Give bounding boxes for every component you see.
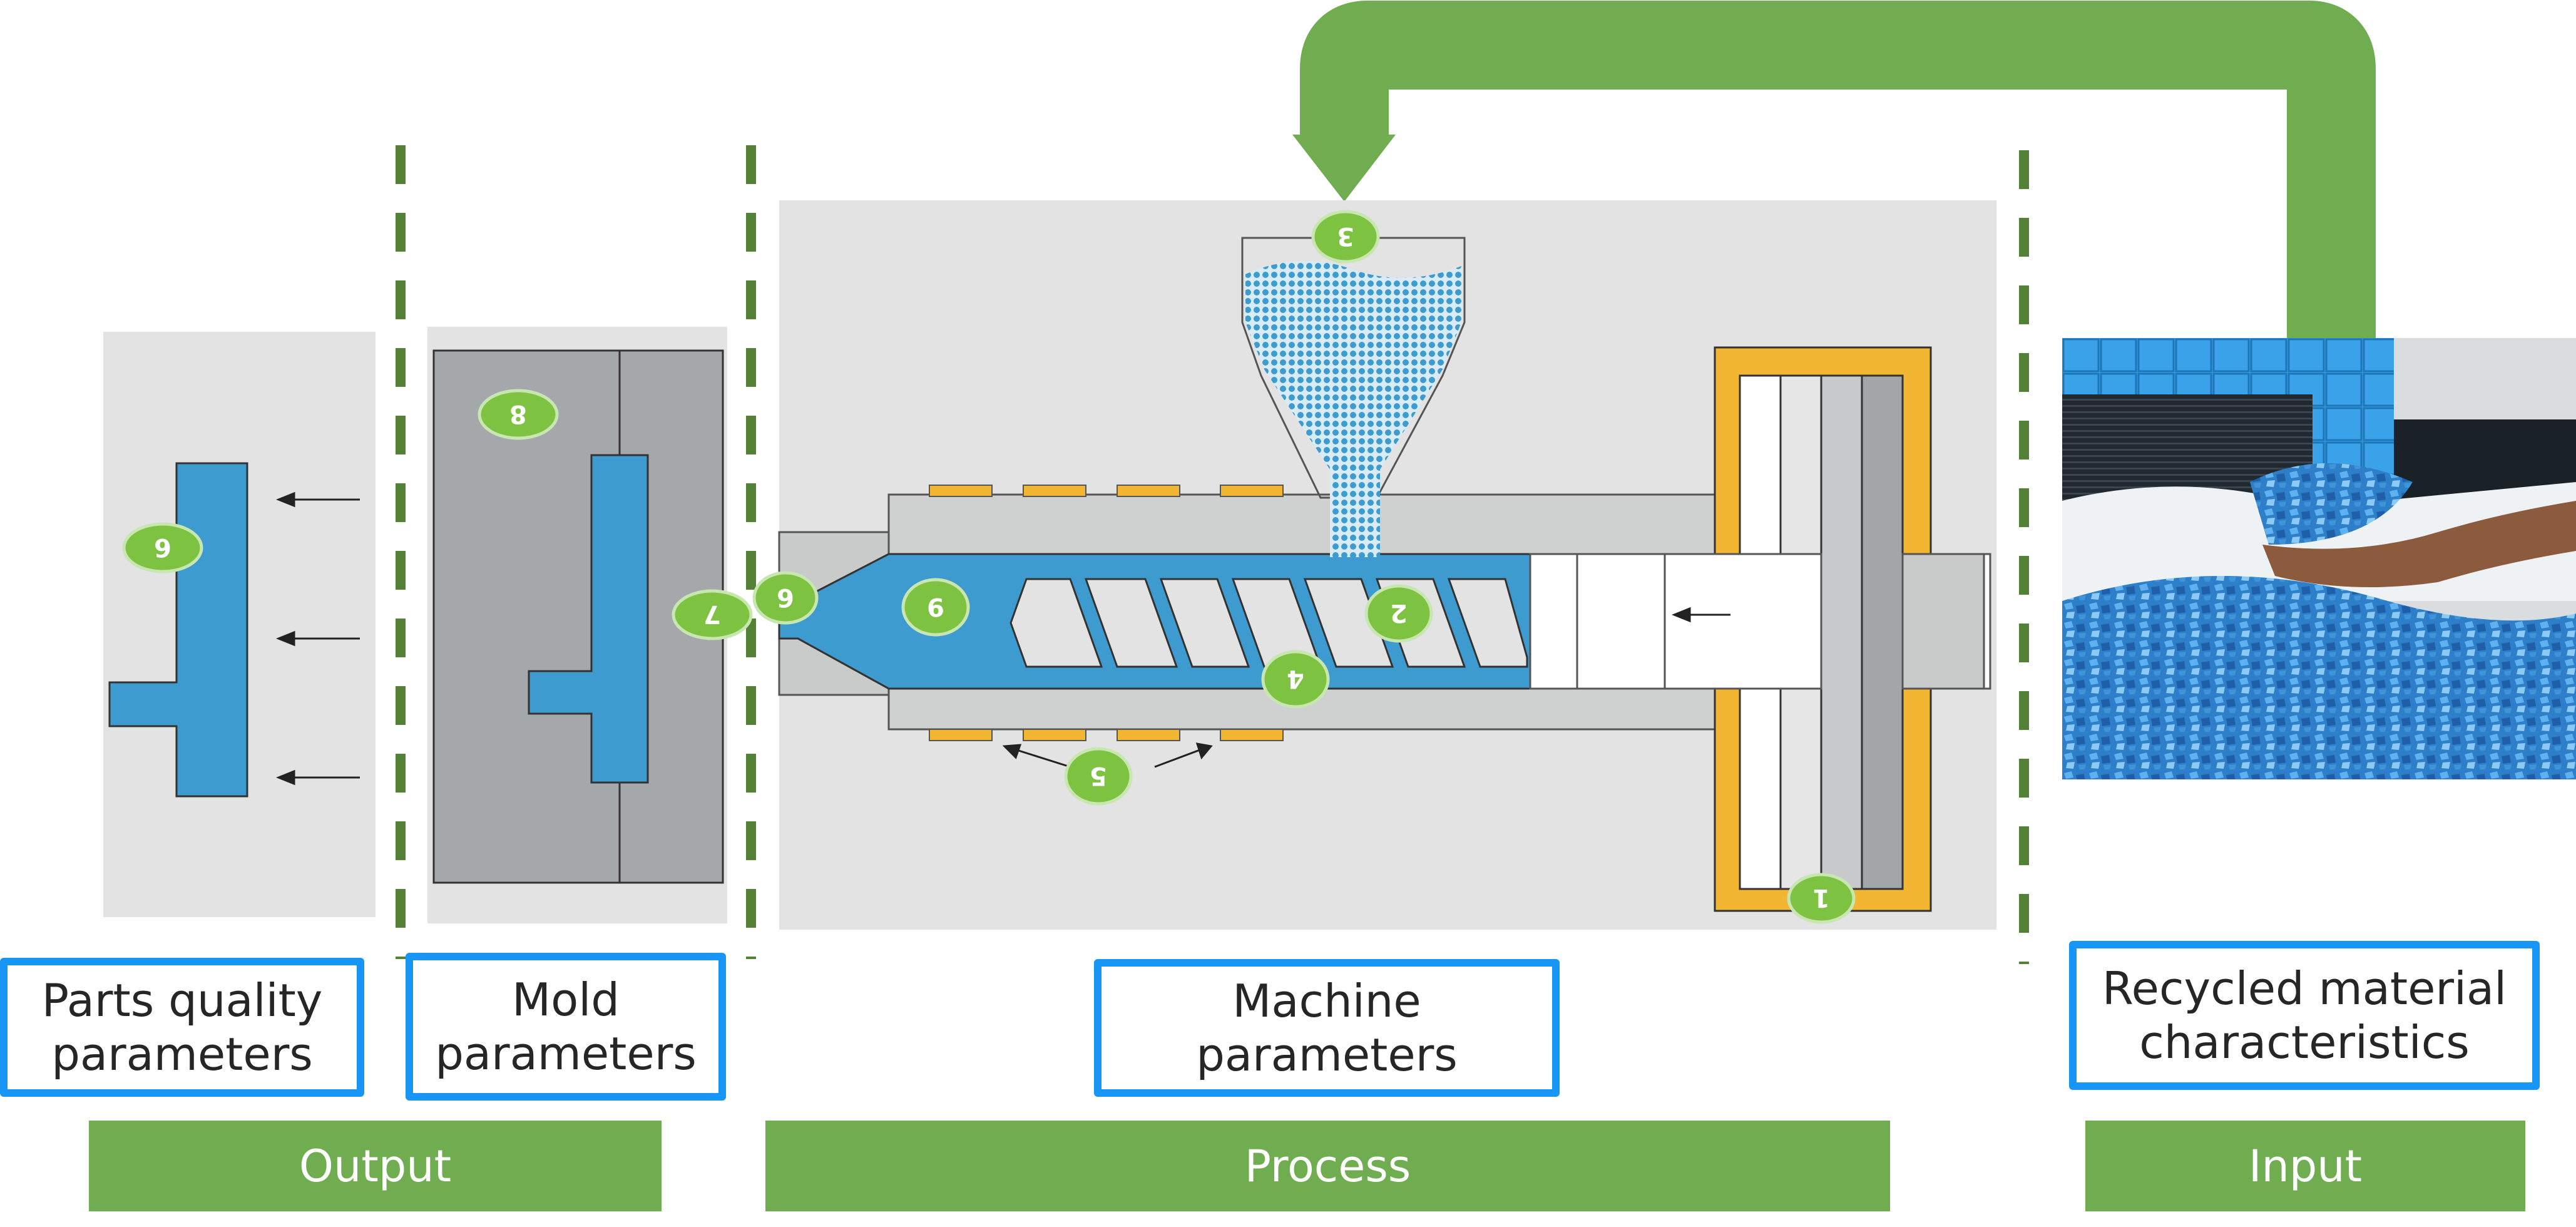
divider-mold-process <box>746 145 756 959</box>
label-mold-parameters: Mold parameters <box>406 953 726 1101</box>
svg-text:6: 6 <box>154 533 171 562</box>
machine-panel: 6 9 2 4 5 3 1 <box>752 200 1996 930</box>
badge-nozzle-mold: 7 <box>672 589 753 640</box>
screw-flights <box>1009 578 1528 668</box>
badge-barrel: 4 <box>1261 650 1330 709</box>
clamp-rod-right <box>1901 553 1985 690</box>
section-process: Process <box>765 1121 1890 1211</box>
badge-nozzle: 6 <box>752 571 819 625</box>
badge-screw: 2 <box>1364 584 1433 643</box>
hopper-pellets <box>1245 260 1461 557</box>
svg-text:6: 6 <box>777 583 794 612</box>
clamp-plate-3 <box>1820 374 1863 890</box>
label-recycled-material-characteristics: Recycled material characteristics <box>2069 941 2540 1090</box>
label-recycled-text: Recycled material characteristics <box>2102 962 2507 1069</box>
badge-mold: 8 <box>478 389 559 440</box>
heater-bands <box>929 485 1284 741</box>
section-input: Input <box>2085 1121 2525 1211</box>
section-input-text: Input <box>2248 1140 2363 1192</box>
part-panel: 6 <box>103 332 376 917</box>
photo-hand-flakes <box>2250 463 2413 545</box>
feedback-arrow-path <box>1300 1 2376 341</box>
svg-text:1: 1 <box>1812 883 1830 912</box>
feedback-arrow <box>1292 1 2376 341</box>
molded-part-diagram: 6 <box>108 462 360 798</box>
feedback-arrow-head <box>1292 135 1396 202</box>
svg-text:4: 4 <box>1287 664 1304 693</box>
heater-pointer-arrows <box>1002 742 1213 768</box>
badge-melt: 9 <box>901 578 970 637</box>
mold-panel: 8 7 <box>427 327 753 923</box>
label-machine-parameters: Machine parameters <box>1094 959 1560 1097</box>
section-output-text: Output <box>299 1140 452 1192</box>
photo-flake-pile <box>2062 576 2576 779</box>
svg-text:3: 3 <box>1337 222 1354 250</box>
svg-text:8: 8 <box>509 399 527 428</box>
section-process-text: Process <box>1244 1140 1411 1192</box>
svg-text:5: 5 <box>1090 761 1107 790</box>
badge-heaters: 5 <box>1064 747 1133 806</box>
ram <box>1529 553 1578 690</box>
section-output: Output <box>89 1121 662 1211</box>
badge-clamp: 1 <box>1787 873 1856 924</box>
svg-text:7: 7 <box>703 600 721 629</box>
photo-hand <box>2262 501 2576 587</box>
svg-text:2: 2 <box>1390 598 1408 627</box>
mold-diagram: 8 7 <box>432 349 753 884</box>
injection-machine-diagram: 6 9 2 4 5 3 1 <box>752 210 1991 924</box>
molded-part <box>108 462 248 798</box>
label-parts-quality-text: Parts quality parameters <box>41 974 323 1081</box>
divider-output-mold <box>396 145 406 959</box>
clamp-rod-left <box>1664 553 1822 690</box>
svg-text:9: 9 <box>927 592 944 621</box>
badge-hopper: 3 <box>1311 210 1380 264</box>
recycled-material-photo <box>2062 338 2576 779</box>
clamp-plate-4 <box>1861 374 1904 890</box>
divider-process-input <box>2019 150 2029 964</box>
recycled-photo-illustration <box>2062 338 2576 779</box>
badge-part: 6 <box>122 522 203 573</box>
mold-cavity <box>528 454 649 784</box>
clamp-arrow <box>1671 607 1730 623</box>
label-parts-quality-parameters: Parts quality parameters <box>0 958 364 1097</box>
pressure-arrows <box>275 491 360 786</box>
label-mold-text: Mold parameters <box>435 973 697 1080</box>
label-machine-text: Machine parameters <box>1196 975 1458 1081</box>
